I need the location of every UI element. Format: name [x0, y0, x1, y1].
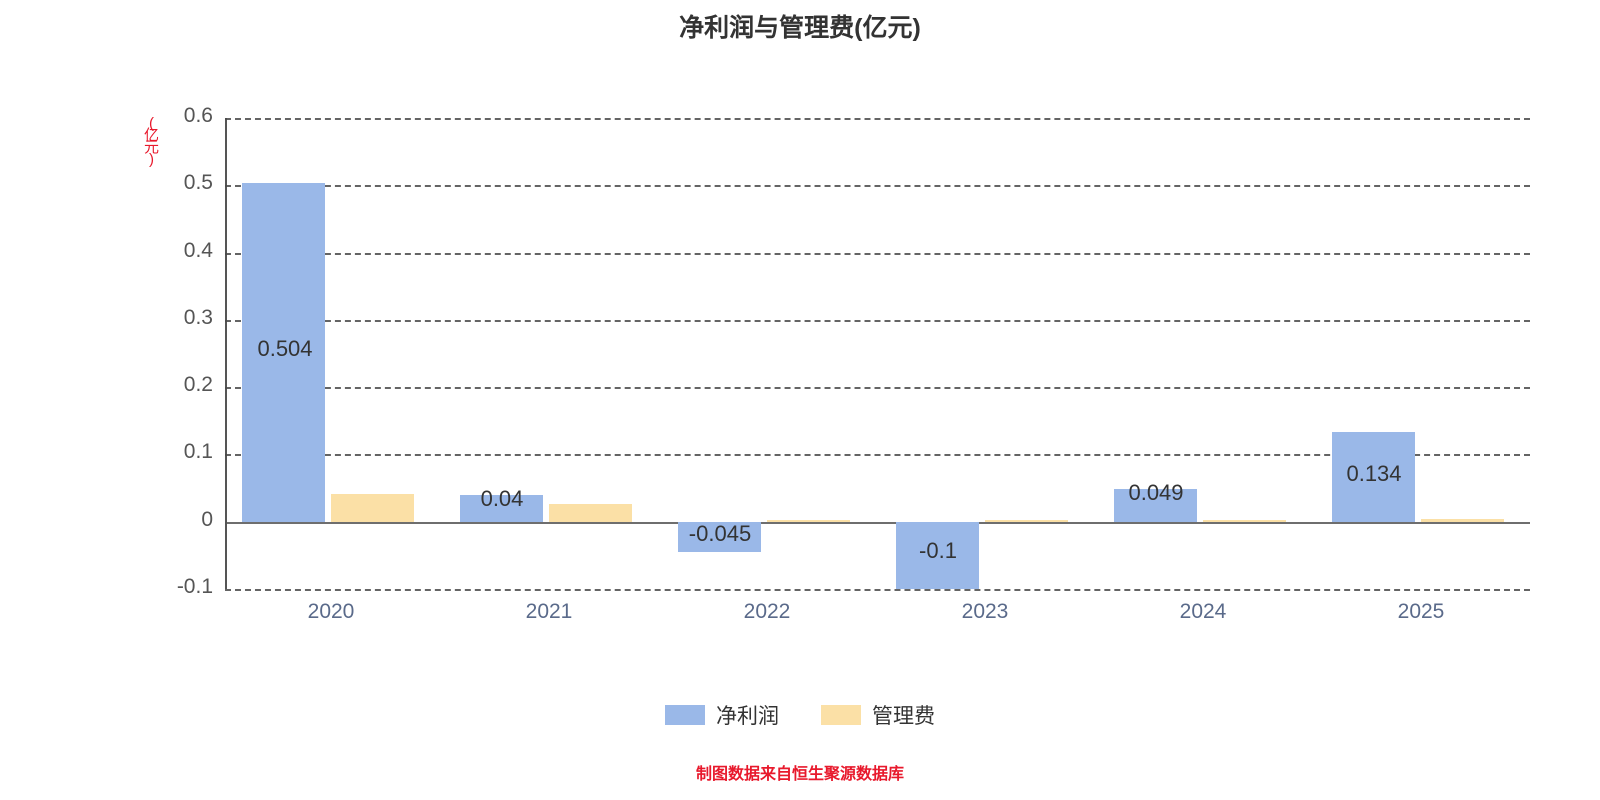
bar-净利润-2024[interactable] — [1114, 488, 1197, 522]
y-tick-0: 0.6 — [183, 104, 213, 127]
bar-label-净利润-2021: 0.04 — [480, 486, 524, 511]
gridline-0.1 — [225, 454, 1530, 457]
bar-label-净利润-2023: -0.1 — [919, 538, 957, 563]
legend-item-管理费[interactable]: 管理费 — [821, 700, 935, 730]
bar-净利润-2021[interactable] — [460, 494, 543, 522]
legend-item-净利润[interactable]: 净利润 — [665, 700, 779, 730]
bar-净利润-2025[interactable] — [1332, 431, 1415, 522]
bar-label-净利润-2024: 0.049 — [1128, 480, 1184, 505]
bar-管理费-2023[interactable] — [985, 519, 1068, 522]
gridline-0.5 — [225, 185, 1530, 188]
legend-label-净利润: 净利润 — [716, 705, 779, 728]
chart-footer-note: 制图数据来自恒生聚源数据库 — [695, 766, 904, 783]
gridline-0.6 — [225, 118, 1530, 120]
y-axis-unit-label: ( 亿 元 ) — [142, 115, 160, 168]
unit-char-2: 元 — [143, 139, 159, 156]
y-tick-4: 0.2 — [183, 373, 213, 397]
legend-label-管理费: 管理费 — [872, 705, 935, 728]
unit-char-1: 亿 — [143, 127, 159, 144]
bar-label-净利润-2025: 0.134 — [1346, 461, 1402, 486]
x-tick-2021: 2021 — [525, 600, 573, 623]
legend-swatch-净利润 — [665, 705, 705, 725]
gridline-zero — [225, 521, 1530, 524]
y-tick-7: -0.1 — [176, 575, 213, 598]
plot-area: 0.6 0.5 0.4 0.3 0.2 0.1 0 -0.1 0.504 0.0… — [177, 104, 1530, 598]
y-tick-6: 0 — [201, 507, 213, 531]
bar-管理费-2025[interactable] — [1421, 519, 1504, 522]
y-axis-line — [225, 118, 227, 589]
x-tick-2025: 2025 — [1397, 600, 1445, 623]
bar-净利润-2023[interactable] — [896, 521, 979, 589]
bar-管理费-2021[interactable] — [549, 503, 632, 522]
gridline-0.2 — [225, 387, 1530, 390]
x-tick-2022: 2022 — [743, 600, 791, 623]
bar-净利润-2022[interactable] — [678, 521, 761, 552]
chart-title: 净利润与管理费(亿元) — [679, 14, 921, 42]
y-tick-labels: 0.6 0.5 0.4 0.3 0.2 0.1 0 -0.1 — [177, 104, 1530, 598]
y-tick-5: 0.1 — [183, 440, 213, 464]
x-tick-2024: 2024 — [1179, 600, 1227, 623]
gridline-0.4 — [225, 252, 1530, 255]
bar-管理费-2022[interactable] — [767, 519, 850, 522]
bar-管理费-2024[interactable] — [1203, 519, 1286, 522]
x-tick-2020: 2020 — [307, 600, 355, 623]
y-tick-2: 0.4 — [183, 238, 213, 262]
y-tick-1: 0.5 — [183, 171, 213, 195]
bar-净利润-2020[interactable] — [242, 182, 325, 522]
bar-管理费-2020[interactable] — [331, 493, 414, 522]
bar-label-净利润-2020: 0.504 — [257, 336, 313, 361]
bar-label-净利润-2022: -0.045 — [688, 521, 752, 546]
unit-char-0: ( — [149, 115, 154, 132]
gridline-0.3 — [225, 319, 1530, 322]
legend: 净利润 管理费 — [0, 700, 1600, 730]
legend-swatch-管理费 — [821, 705, 861, 725]
y-tick-3: 0.3 — [183, 305, 213, 329]
gridline--0.1 — [225, 589, 1530, 591]
unit-char-3: ) — [149, 151, 154, 168]
x-tick-2023: 2023 — [961, 600, 1009, 623]
